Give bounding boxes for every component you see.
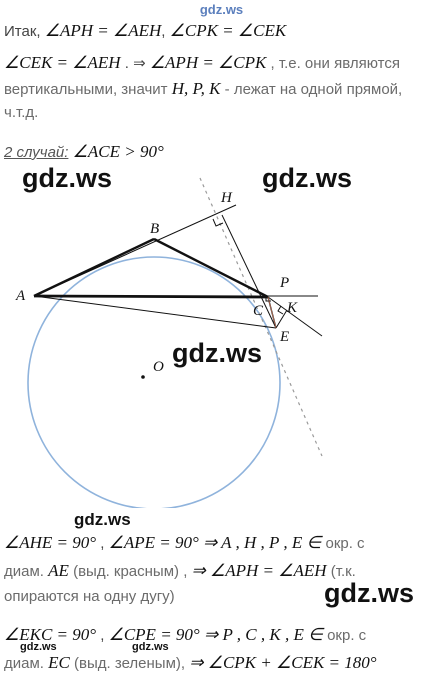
label-h: H — [220, 190, 233, 206]
math: ⇒ ∠APH = ∠AEH — [191, 561, 327, 580]
text: , т.е. они являются — [266, 55, 400, 72]
watermark: gdz.ws — [22, 163, 113, 193]
math: ∠AHE = 90° — [4, 533, 97, 552]
side-ab — [33, 237, 155, 298]
text: . ⇒ — [120, 55, 150, 72]
math: ∠EKC = 90° — [4, 625, 97, 644]
text: , — [96, 535, 109, 552]
watermark: gdz.ws — [172, 338, 263, 368]
side-ac — [33, 294, 269, 299]
text-line-7: опираются на одну дугу) — [4, 588, 175, 605]
text-line-1: Итак, ∠APH = ∠AEH, ∠CPK = ∠CEK — [4, 22, 286, 41]
math: ⇒ A , H , P , E ∈ — [198, 533, 322, 552]
math: AE — [48, 561, 69, 580]
line-ae — [33, 295, 277, 329]
math: ⇒ ∠CPK + ∠CEK = 180° — [189, 653, 377, 672]
text-line-8: ∠EKC = 90° , ∠CPE = 90° ⇒ P , C , K , E … — [4, 626, 366, 645]
text: (т.к. — [326, 563, 356, 580]
math: ∠CPE = 90° — [108, 625, 200, 644]
text: вертикальными, значит — [4, 81, 172, 98]
label-c: C — [253, 303, 264, 319]
circle — [27, 256, 281, 508]
case-heading: 2 случай: ∠ACE > 90° — [4, 143, 164, 162]
text-line-6: диам. AE (выд. красным) , ⇒ ∠APH = ∠AEH … — [4, 562, 356, 581]
line-ck — [267, 296, 323, 337]
math: ∠CPK = ∠CEK — [169, 21, 287, 40]
label-p: P — [279, 275, 289, 291]
watermark: gdz.ws — [324, 578, 415, 608]
watermark: gdz.ws — [20, 641, 57, 653]
math: ∠CEK = ∠AEH — [4, 53, 121, 72]
geometry-figure: A B C H P K E O — [15, 177, 323, 508]
label-b: B — [150, 221, 159, 237]
watermark: gdz.ws — [74, 510, 131, 529]
text: диам. — [4, 563, 49, 580]
text: диам. — [4, 655, 49, 672]
accent-line — [267, 296, 277, 329]
line-ek — [275, 309, 288, 329]
text-line-4: ч.т.д. — [4, 104, 39, 121]
text: , — [161, 23, 170, 40]
math: EC — [48, 653, 70, 672]
math: ⇒ P , C , K , E ∈ — [199, 625, 323, 644]
math: ∠APH = ∠AEH — [44, 21, 162, 40]
watermark: gdz.ws — [132, 641, 169, 653]
watermark: gdz.ws — [262, 163, 353, 193]
header-watermark: gdz.ws — [199, 2, 244, 17]
text: окр. с — [321, 535, 365, 552]
side-bc — [153, 237, 269, 299]
label-e: E — [279, 329, 289, 345]
text: , — [96, 627, 109, 644]
label-k: K — [286, 300, 298, 316]
label-a: A — [15, 288, 26, 304]
text-line-2: ∠CEK = ∠AEH . ⇒ ∠APH = ∠CPK , т.е. они я… — [4, 54, 400, 73]
text-line-5: ∠AHE = 90° , ∠APE = 90° ⇒ A , H , P , E … — [4, 534, 365, 553]
text: окр. с — [322, 627, 367, 644]
text-line-9: диам. EC (выд. зеленым), ⇒ ∠CPK + ∠CEK =… — [4, 654, 377, 673]
center-point — [141, 375, 145, 379]
text: Итак, — [4, 23, 45, 40]
text-line-3: вертикальными, значит H, P, K - лежат на… — [4, 80, 402, 99]
case-condition: ∠ACE > 90° — [68, 142, 164, 161]
label-o: O — [153, 359, 164, 375]
math: H, P, K — [171, 79, 221, 98]
text: (выд. зеленым), — [69, 655, 190, 672]
text: (выд. красным) , — [68, 563, 192, 580]
text: - лежат на одной прямой, — [220, 81, 403, 98]
case-label: 2 случай: — [4, 144, 69, 161]
line-he — [221, 214, 277, 329]
math: ∠APH = ∠CPK — [149, 53, 267, 72]
right-angle-k — [277, 305, 284, 315]
math: ∠APE = 90° — [108, 533, 199, 552]
right-angle-h — [212, 218, 224, 227]
